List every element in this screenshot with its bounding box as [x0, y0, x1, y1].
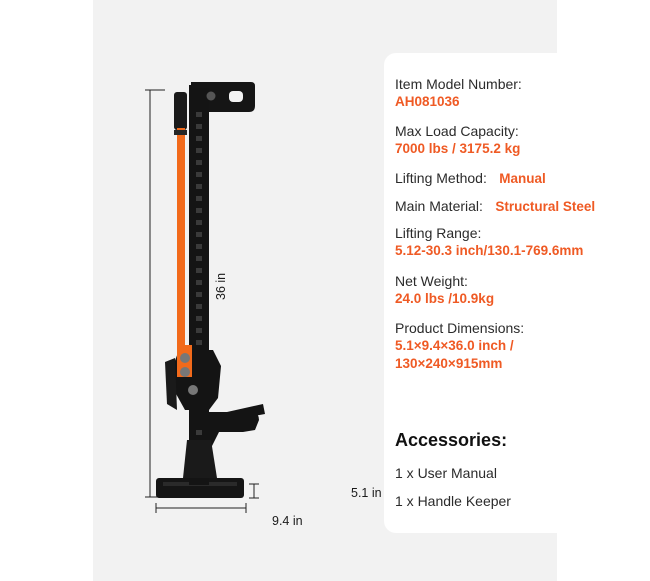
- lower-brace: [183, 440, 217, 478]
- accessories-title: Accessories:: [395, 430, 508, 450]
- height-dimension-label: 36 in: [214, 272, 228, 300]
- weight-label: Net Weight:: [395, 273, 468, 289]
- model-value: AH081036: [395, 94, 460, 109]
- climbing-pawl: [165, 358, 177, 410]
- top-clamp: [191, 82, 255, 112]
- accessory-item-manual: 1 x User Manual: [395, 465, 497, 481]
- spec-dimensions: Product Dimensions: 5.1×9.4×36.0 inch / …: [395, 319, 524, 373]
- base-dimension-line: [249, 483, 259, 499]
- lifting-nose: [205, 412, 259, 448]
- product-figure: 36 in 9.4 in 5.1 in: [93, 0, 393, 581]
- farm-jack-illustration: [145, 82, 265, 513]
- range-value: 5.12-30.3 inch/130.1-769.6mm: [395, 243, 584, 258]
- weight-value: 24.0 lbs /10.9kg: [395, 291, 495, 306]
- spec-range: Lifting Range: 5.12-30.3 inch/130.1-769.…: [395, 224, 583, 260]
- method-value: Manual: [499, 171, 546, 186]
- material-value: Structural Steel: [495, 199, 596, 214]
- product-canvas: 36 in 9.4 in 5.1 in Item Model Number: A…: [93, 0, 621, 581]
- dims-value-line-1: 5.1×9.4×36.0 inch /: [395, 338, 514, 353]
- spec-weight: Net Weight: 24.0 lbs /10.9kg: [395, 272, 494, 308]
- load-value: 7000 lbs / 3175.2 kg: [395, 141, 521, 156]
- handle-grip: [174, 92, 187, 130]
- spec-model: Item Model Number: AH081036: [395, 75, 522, 111]
- method-label: Lifting Method:: [395, 170, 487, 186]
- dims-value-line-2: 130×240×915mm: [395, 356, 503, 371]
- accessory-item-handle-keeper: 1 x Handle Keeper: [395, 493, 511, 509]
- dims-label: Product Dimensions:: [395, 320, 525, 336]
- spec-card: Item Model Number: AH081036 Max Load Cap…: [384, 53, 621, 533]
- material-label: Main Material:: [395, 198, 483, 214]
- height-dimension-line: [145, 89, 165, 498]
- handle: [177, 128, 185, 360]
- load-label: Max Load Capacity:: [395, 123, 519, 139]
- width-dimension-line: [155, 503, 247, 513]
- spec-method: Lifting Method: Manual: [395, 169, 546, 188]
- base-dimension-label: 5.1 in: [351, 486, 382, 500]
- model-label: Item Model Number:: [395, 76, 522, 92]
- range-label: Lifting Range:: [395, 225, 482, 241]
- spec-load: Max Load Capacity: 7000 lbs / 3175.2 kg: [395, 122, 520, 158]
- width-dimension-label: 9.4 in: [272, 514, 303, 528]
- spec-material: Main Material: Structural Steel: [395, 197, 595, 216]
